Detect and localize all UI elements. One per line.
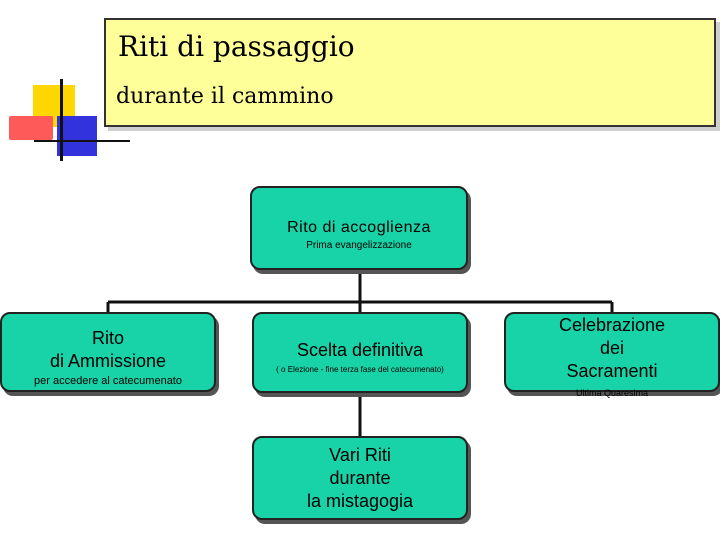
node-sublabel: per accedere al catecumenato (34, 375, 182, 387)
title-line-2: durante il cammino (116, 84, 334, 109)
node-label-line-2: di Ammissione (49, 351, 167, 371)
node-sublabel: Ultima Quaresima (575, 388, 649, 398)
node-sublabel: ( o Elezione - fine terza fase del catec… (276, 365, 444, 374)
node-sublabel: Prima evangelizzazione (306, 240, 412, 251)
node-label-line-3: Sacramenti (566, 361, 658, 381)
decor-red-bar (9, 116, 53, 140)
decor-vertical-line (60, 79, 63, 161)
node-rito-accoglienza: Rito di accoglienza Prima evangelizzazio… (250, 186, 468, 270)
node-label: Scelta definitiva (296, 340, 424, 360)
node-rito-ammissione: Rito di Ammissione per accedere al catec… (0, 312, 216, 392)
node-label-line-1: Rito (91, 328, 124, 348)
decor-blue-square (57, 116, 97, 156)
node-scelta-definitiva: Scelta definitiva ( o Elezione - fine te… (252, 312, 468, 393)
node-celebrazione-sacramenti: Celebrazione dei Sacramenti Ultima Quare… (504, 312, 720, 398)
node-label-line-2: durante (329, 468, 391, 488)
title-box: Riti di passaggio durante il cammino (104, 18, 716, 127)
node-label-line-3: la mistagogia (306, 491, 414, 511)
node-label-line-1: Vari Riti (329, 445, 391, 465)
decor-horizontal-line (34, 140, 130, 142)
node-label: Rito di accoglienza (287, 219, 431, 236)
node-vari-riti-mistagogia: Vari Riti durante la mistagogia (252, 436, 468, 520)
node-label-line-2: dei (599, 338, 625, 358)
title-line-1: Riti di passaggio (118, 30, 355, 63)
node-label-line-1: Celebrazione (558, 315, 666, 335)
